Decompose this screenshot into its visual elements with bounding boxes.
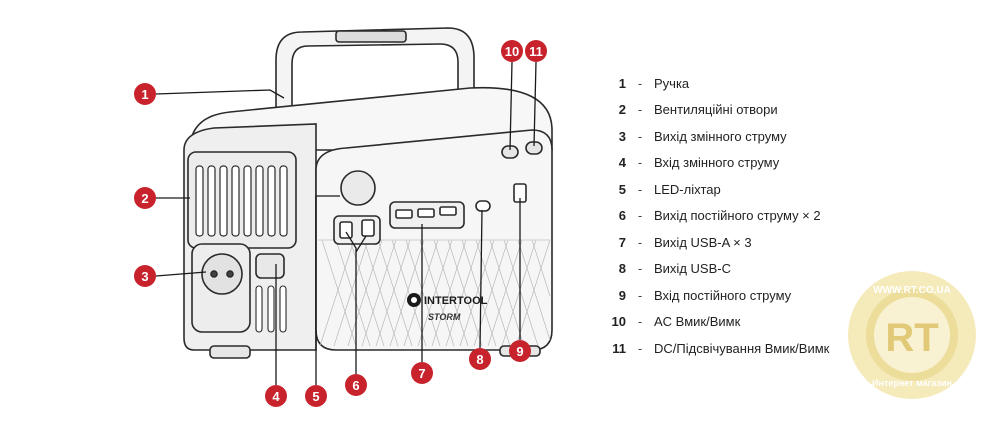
ac-input-port: [255, 253, 285, 279]
watermark-seal: RT WWW.RT.CO.UA Интернет магазин: [848, 271, 976, 399]
callout-6: 6: [345, 374, 367, 396]
legend-number: 5: [618, 181, 626, 197]
callout-number: 7: [418, 366, 425, 381]
callout-number: 8: [476, 352, 483, 367]
vent-slots: [195, 165, 288, 237]
callout-number: 11: [529, 44, 543, 59]
callout-7: 7: [411, 362, 433, 384]
callout-5: 5: [305, 385, 327, 407]
usb-a-1: [395, 209, 413, 219]
legend-separator: -: [637, 128, 643, 144]
leader-11: [533, 61, 537, 147]
callout-number: 6: [352, 378, 359, 393]
legend-separator: -: [637, 155, 643, 171]
legend-separator: -: [637, 287, 643, 303]
callout-10: 10: [501, 40, 523, 62]
legend-label: Вхід постійного струму: [654, 287, 792, 303]
legend-separator: -: [637, 314, 643, 330]
legend-item: 5-LED-ліхтар: [606, 176, 829, 203]
callout-number: 4: [272, 389, 280, 404]
leader-6: [345, 231, 357, 374]
legend-number: 1: [618, 75, 626, 91]
usb-a-3: [439, 206, 457, 216]
dc-output-1: [339, 221, 353, 239]
legend-separator: -: [637, 75, 643, 91]
legend-item: 4-Вхід змінного струму: [606, 150, 829, 177]
brand-model: STORM: [428, 312, 461, 322]
legend-number: 7: [618, 234, 626, 250]
legend-separator: -: [637, 102, 643, 118]
legend-label: AC Вмик/Вимк: [654, 314, 741, 330]
legend-label: Вихід постійного струму × 2: [654, 208, 821, 224]
callout-4: 4: [265, 385, 287, 407]
leader-lines: [155, 61, 537, 385]
callout-number: 5: [312, 389, 319, 404]
legend-label: Вихід USB-A × 3: [654, 234, 752, 250]
legend-item: 1-Ручка: [606, 70, 829, 97]
ac-outlet: [201, 253, 243, 295]
legend-number: 3: [618, 128, 626, 144]
power-station-illustration: [183, 27, 553, 359]
callout-3: 3: [134, 265, 156, 287]
leader-5: [315, 195, 340, 385]
legend-number: 10: [611, 314, 626, 330]
legend-item: 10-AC Вмик/Вимк: [606, 309, 829, 336]
legend-number: 4: [618, 155, 626, 171]
legend-label: LED-ліхтар: [654, 181, 721, 197]
legend-separator: -: [637, 181, 643, 197]
brand-logo: INTERTOOL STORM: [407, 293, 488, 322]
callout-number: 1: [141, 87, 148, 102]
callout-number: 10: [505, 44, 519, 59]
side-slats: [255, 285, 287, 333]
legend-number: 8: [618, 261, 626, 277]
legend-label: DC/Підсвічування Вмик/Вимк: [654, 340, 830, 356]
watermark-monogram: RT: [885, 316, 938, 360]
usb-c-port: [475, 200, 491, 212]
legend-number: 11: [612, 340, 626, 356]
legend-item: 6-Вихід постійного струму × 2: [606, 203, 829, 230]
leader-10: [509, 61, 513, 151]
legend-number: 2: [618, 102, 626, 118]
callout-number: 3: [141, 269, 148, 284]
leader-1: [155, 89, 285, 99]
legend-label: Вихід USB-C: [654, 261, 731, 277]
watermark-caption: Интернет магазин: [872, 378, 952, 388]
callout-11: 11: [525, 40, 547, 62]
legend-item: 2-Вентиляційні отвори: [606, 97, 829, 124]
legend-item: 8-Вихід USB-C: [606, 256, 829, 283]
legend-separator: -: [637, 208, 643, 224]
legend-label: Вентиляційні отвори: [654, 102, 778, 118]
legend-number: 9: [618, 287, 626, 303]
front-mesh: [319, 239, 551, 347]
dc-output-2: [361, 219, 375, 237]
legend-item: 9-Вхід постійного струму: [606, 282, 829, 309]
callout-number: 9: [516, 344, 523, 359]
legend-item: 3-Вихід змінного струму: [606, 123, 829, 150]
watermark-url: WWW.RT.CO.UA: [873, 285, 951, 296]
callout-8: 8: [469, 348, 491, 370]
callout-2: 2: [134, 187, 156, 209]
legend-separator: -: [637, 261, 643, 277]
callout-9: 9: [509, 340, 531, 362]
legend-item: 7-Вихід USB-A × 3: [606, 229, 829, 256]
legend: 1-Ручка 2-Вентиляційні отвори 3-Вихід зм…: [606, 70, 830, 362]
handle-grip: [335, 30, 407, 43]
legend-number: 6: [618, 208, 626, 224]
leader-8: [479, 209, 483, 349]
foot-left: [209, 345, 251, 359]
usb-a-2: [417, 208, 435, 218]
legend-label: Ручка: [654, 75, 690, 91]
led-light: [340, 170, 376, 206]
callout-number: 2: [141, 191, 148, 206]
legend-label: Вхід змінного струму: [654, 155, 780, 171]
leader-6b: [355, 235, 367, 253]
brand-name: INTERTOOL: [424, 295, 488, 307]
legend-label: Вихід змінного струму: [654, 128, 787, 144]
legend-separator: -: [637, 234, 643, 250]
leader-3: [155, 271, 207, 277]
legend-item: 11-DC/Підсвічування Вмик/Вимк: [606, 335, 829, 362]
callout-1: 1: [134, 83, 156, 105]
legend-separator: -: [637, 340, 643, 356]
